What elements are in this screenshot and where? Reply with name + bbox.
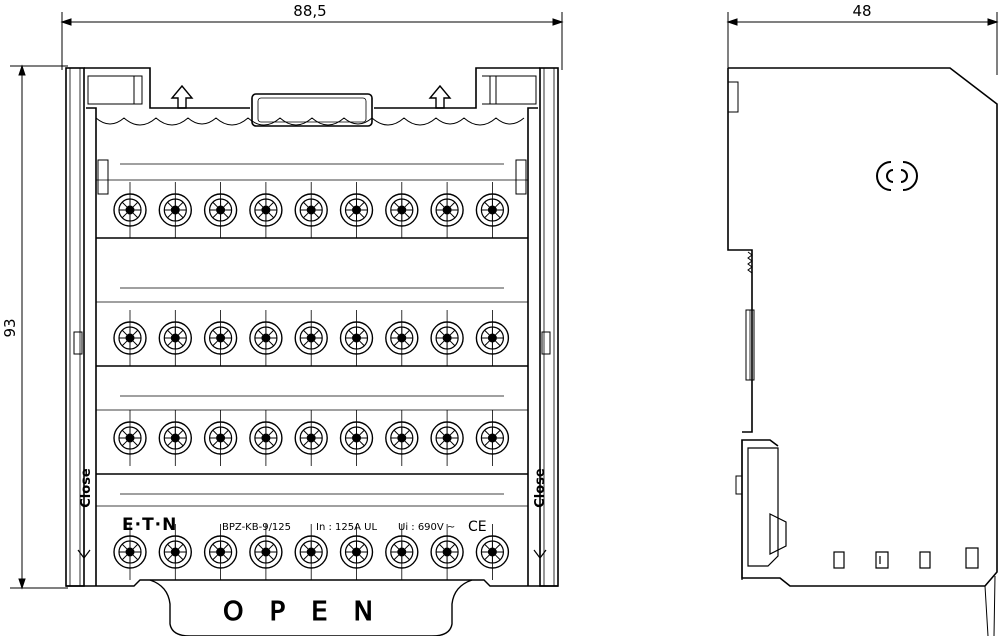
terminal-screw — [475, 310, 510, 366]
side-view — [727, 67, 998, 636]
terminal-screw — [203, 410, 238, 466]
terminal-screw — [113, 310, 147, 366]
dimension-height-label: 93 — [1, 318, 19, 337]
terminal-screw — [339, 410, 374, 466]
model-label: BPZ-KB-9/125 — [222, 522, 291, 533]
terminal-screw — [339, 310, 374, 366]
terminal-screw — [158, 410, 193, 466]
terminal-screw — [339, 182, 374, 238]
terminal-screw — [475, 524, 510, 580]
terminal-screw — [430, 182, 464, 238]
arrow-down-icon — [77, 530, 547, 559]
terminal-screw — [113, 524, 147, 580]
terminal-screw — [294, 410, 328, 466]
open-label: OPEN — [223, 597, 399, 627]
terminal-screw — [203, 524, 238, 580]
terminal-screw — [385, 182, 419, 238]
terminal-screw — [113, 182, 147, 238]
brand-logo: E·T·N — [122, 515, 177, 535]
terminal-screw — [475, 410, 510, 466]
terminal-screw — [249, 524, 283, 580]
terminal-screw — [385, 410, 419, 466]
terminal-screw — [203, 182, 238, 238]
close-label-left: Close — [79, 468, 94, 508]
terminal-screw — [249, 310, 283, 366]
terminal-screw — [113, 410, 147, 466]
terminal-screw — [385, 524, 419, 580]
terminal-screw — [339, 524, 374, 580]
terminal-grid — [113, 182, 510, 580]
terminal-screw — [294, 524, 328, 580]
current-rating: In : 125A UL — [316, 522, 377, 533]
busbar-lines — [96, 163, 528, 507]
voltage-rating: Ui : 690V ~ — [398, 522, 455, 533]
terminal-screw — [249, 410, 283, 466]
terminal-screw — [158, 310, 193, 366]
terminal-screw — [158, 182, 193, 238]
dimension-depth — [726, 12, 999, 75]
dimension-width-label: 88,5 — [293, 2, 326, 20]
terminal-screw — [249, 182, 283, 238]
terminal-screw — [430, 524, 464, 580]
close-label-right: Close — [533, 468, 548, 508]
terminal-screw — [475, 182, 510, 238]
terminal-screw — [385, 310, 419, 366]
terminal-screw — [294, 182, 328, 238]
ce-mark: CE — [468, 519, 487, 535]
terminal-screw — [430, 410, 464, 466]
terminal-screw — [294, 310, 328, 366]
terminal-screw — [430, 310, 464, 366]
terminal-screw — [203, 310, 238, 366]
front-view: Close Close E·T·N BPZ-KB-9/125 In : 125A… — [65, 67, 559, 636]
dimension-depth-label: 48 — [852, 2, 871, 20]
arrow-up-icon — [170, 84, 452, 109]
rotation-symbol-icon — [876, 161, 918, 191]
dimension-height — [10, 64, 68, 590]
terminal-screw — [158, 524, 193, 580]
dimension-width — [60, 12, 564, 70]
